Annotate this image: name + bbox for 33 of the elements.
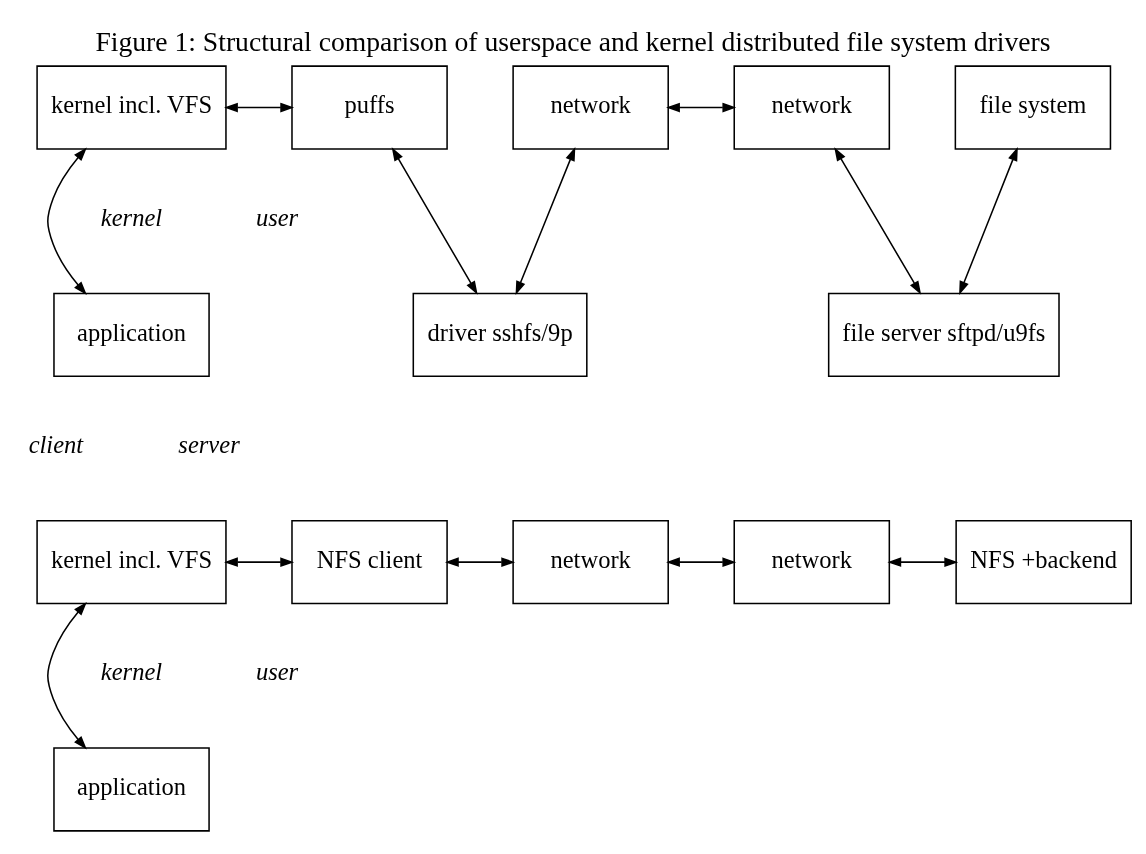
arrow (515, 147, 576, 295)
node-box: NFS +backend (955, 519, 1132, 605)
node-box: puffs (291, 65, 448, 150)
node-box: file system (954, 65, 1112, 150)
diagram-title: Figure 1: Structural comparison of userspace and kernel distributed file system drivers (95, 26, 1051, 58)
label: client (28, 430, 84, 458)
arrow (224, 102, 295, 113)
arrow (47, 602, 87, 750)
node-box: network (512, 65, 669, 150)
node-box: kernel incl. VFS (36, 65, 227, 150)
node-box: driver sshfs/9p (412, 292, 588, 378)
node-box: NFS client (291, 519, 448, 605)
node-box: kernel incl. VFS (36, 519, 227, 605)
arrow (834, 147, 922, 295)
arrow (391, 147, 478, 295)
arrow (444, 557, 516, 567)
label: server (178, 430, 240, 458)
arrow (224, 557, 295, 567)
node-box: network (512, 519, 669, 605)
arrow (887, 557, 959, 567)
arrow (666, 557, 737, 567)
node-box: application (53, 747, 210, 832)
label: kernel (100, 203, 163, 231)
label: kernel (100, 658, 163, 686)
arrow (959, 147, 1018, 295)
label: user (255, 203, 299, 231)
node-box: network (733, 519, 891, 605)
node-box: application (53, 292, 210, 378)
node-box: file server sftpd/u9fs (827, 292, 1060, 378)
label: user (255, 658, 299, 686)
arrow (666, 102, 737, 113)
node-box: network (733, 65, 891, 150)
arrow (47, 147, 87, 295)
